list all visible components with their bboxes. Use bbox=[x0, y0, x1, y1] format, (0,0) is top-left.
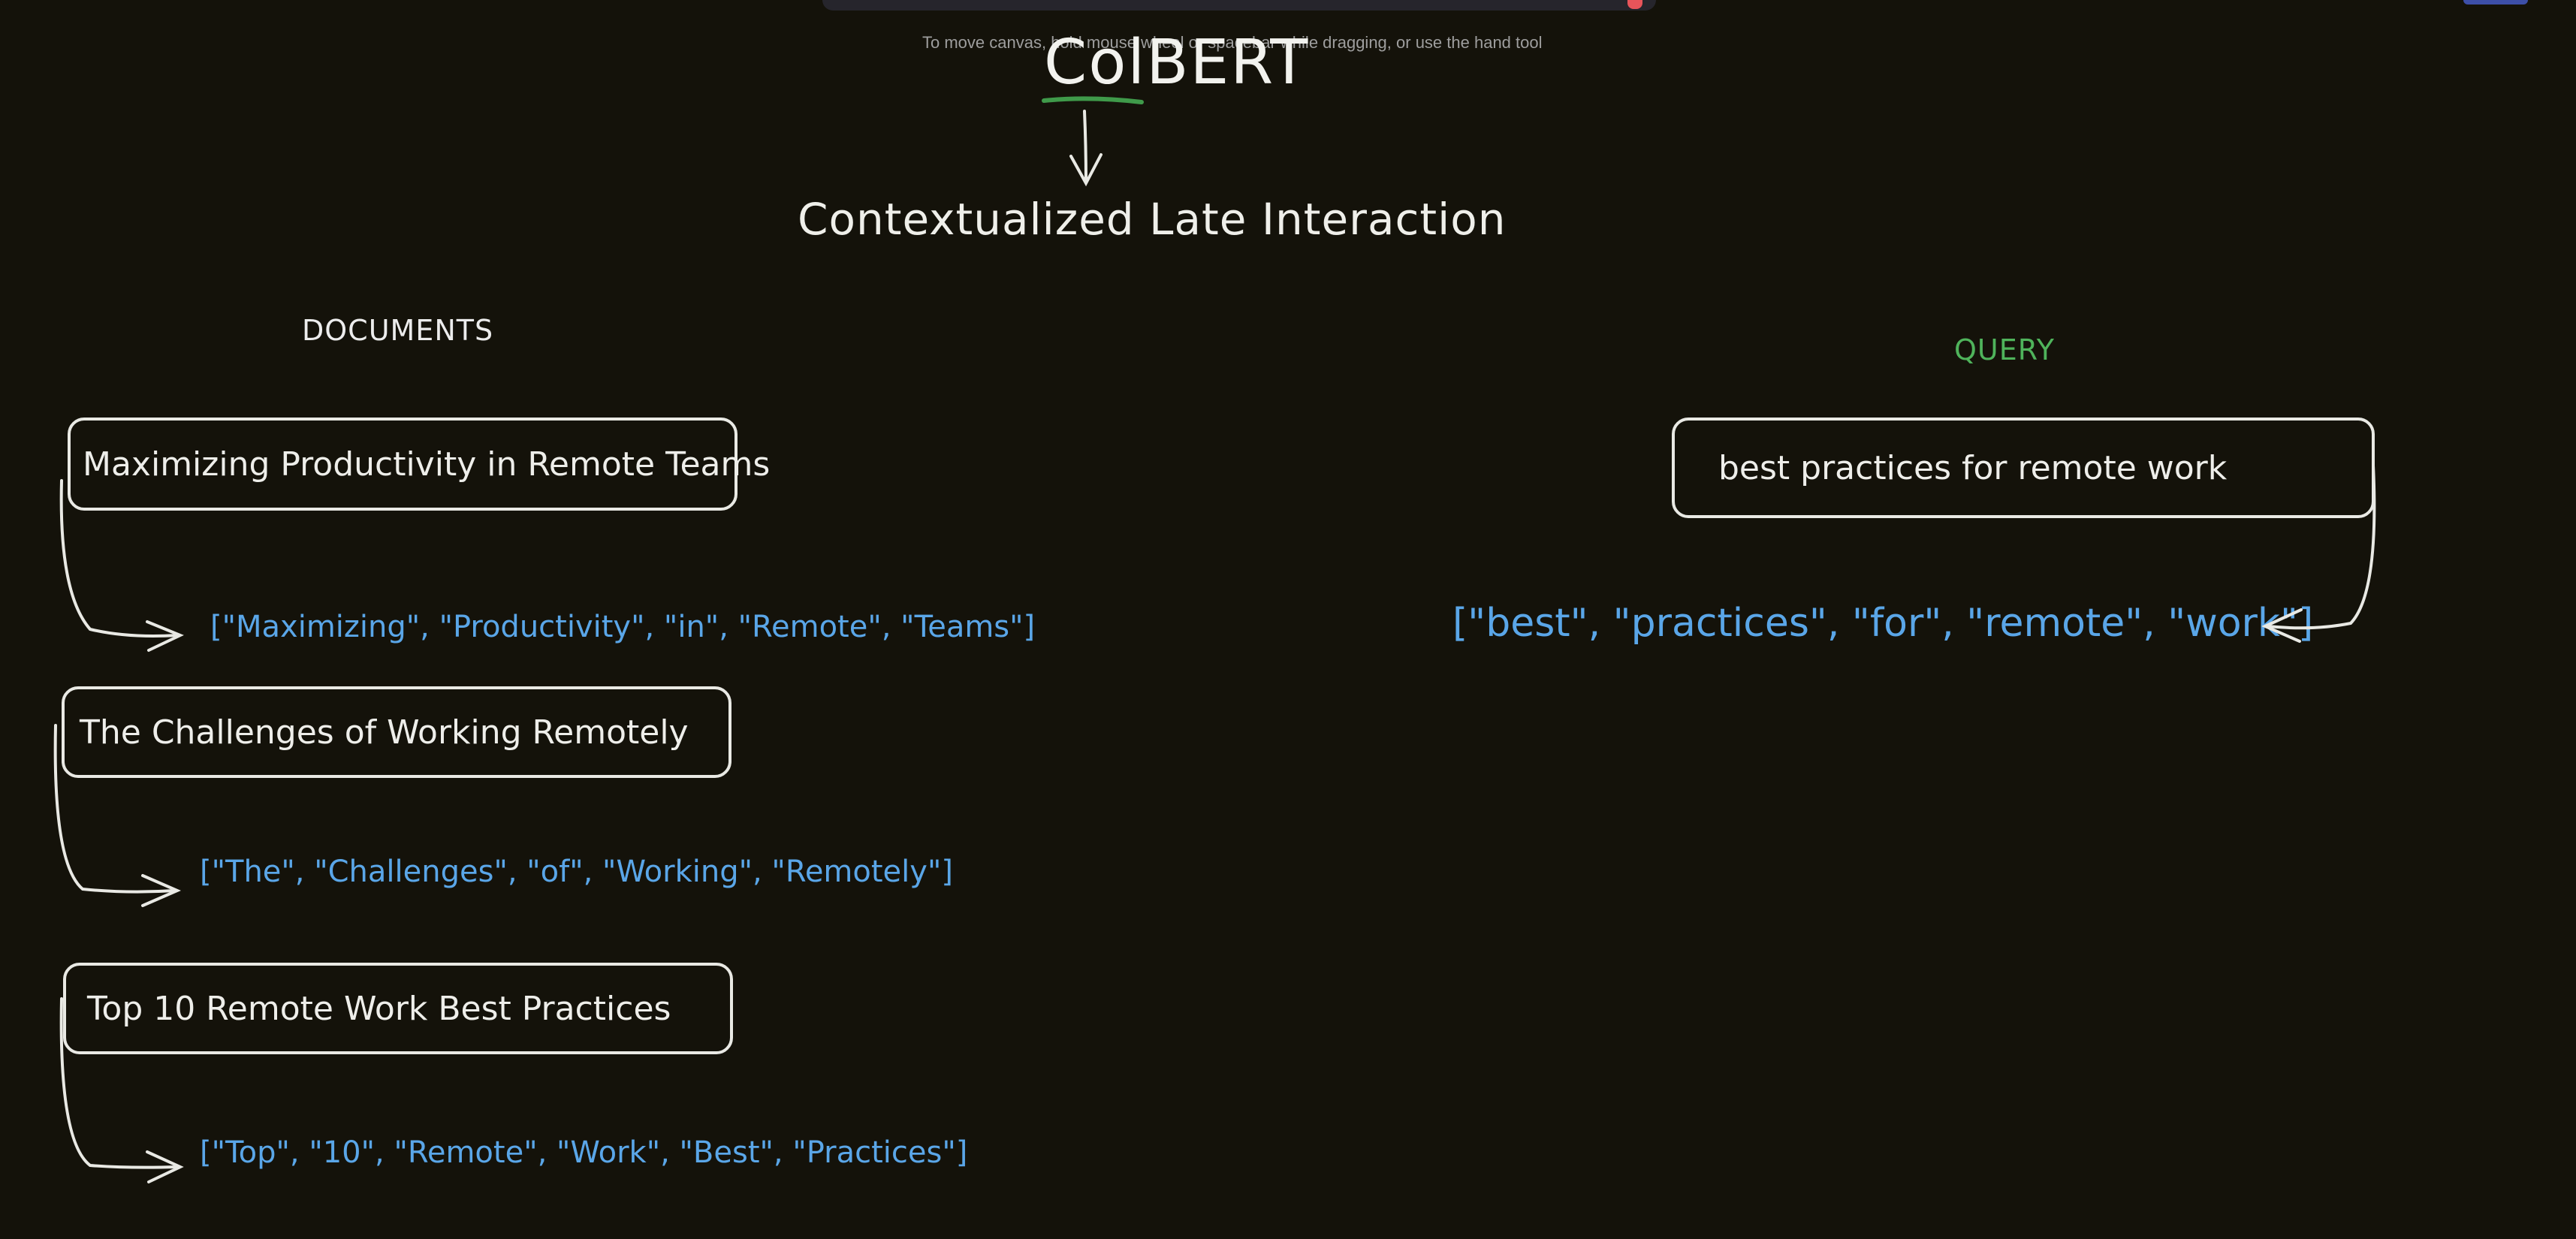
toolbar[interactable] bbox=[822, 0, 1656, 11]
document-tokens[interactable]: ["Maximizing", "Productivity", "in", "Re… bbox=[210, 610, 1036, 644]
documents-heading[interactable]: DOCUMENTS bbox=[302, 314, 494, 347]
document-tokens[interactable]: ["Top", "10", "Remote", "Work", "Best", … bbox=[200, 1135, 968, 1170]
toolbar-badge-icon[interactable] bbox=[1627, 0, 1642, 9]
document-tokens[interactable]: ["The", "Challenges", "of", "Working", "… bbox=[200, 855, 953, 889]
document-text: Maximizing Productivity in Remote Teams bbox=[83, 445, 771, 484]
document-box[interactable]: Maximizing Productivity in Remote Teams bbox=[68, 418, 770, 511]
query-box[interactable]: best practices for remote work bbox=[1672, 418, 2375, 518]
document-text: The Challenges of Working Remotely bbox=[80, 713, 689, 752]
document-box[interactable]: Top 10 Remote Work Best Practices bbox=[63, 963, 733, 1054]
query-text: best practices for remote work bbox=[1718, 448, 2228, 487]
share-button[interactable] bbox=[2463, 0, 2528, 5]
document-box[interactable]: The Challenges of Working Remotely bbox=[62, 686, 731, 778]
query-heading[interactable]: QUERY bbox=[1954, 333, 2055, 366]
diagram-title[interactable]: ColBERT bbox=[1044, 27, 1310, 98]
query-tokens[interactable]: ["best", "practices", "for", "remote", "… bbox=[1452, 601, 2314, 646]
canvas-hint: To move canvas, hold mouse wheel or spac… bbox=[922, 33, 1543, 52]
title-underline bbox=[1042, 96, 1144, 104]
title-down-arrow bbox=[1069, 110, 1102, 187]
diagram-subtitle[interactable]: Contextualized Late Interaction bbox=[798, 194, 1507, 245]
document-text: Top 10 Remote Work Best Practices bbox=[87, 989, 671, 1028]
